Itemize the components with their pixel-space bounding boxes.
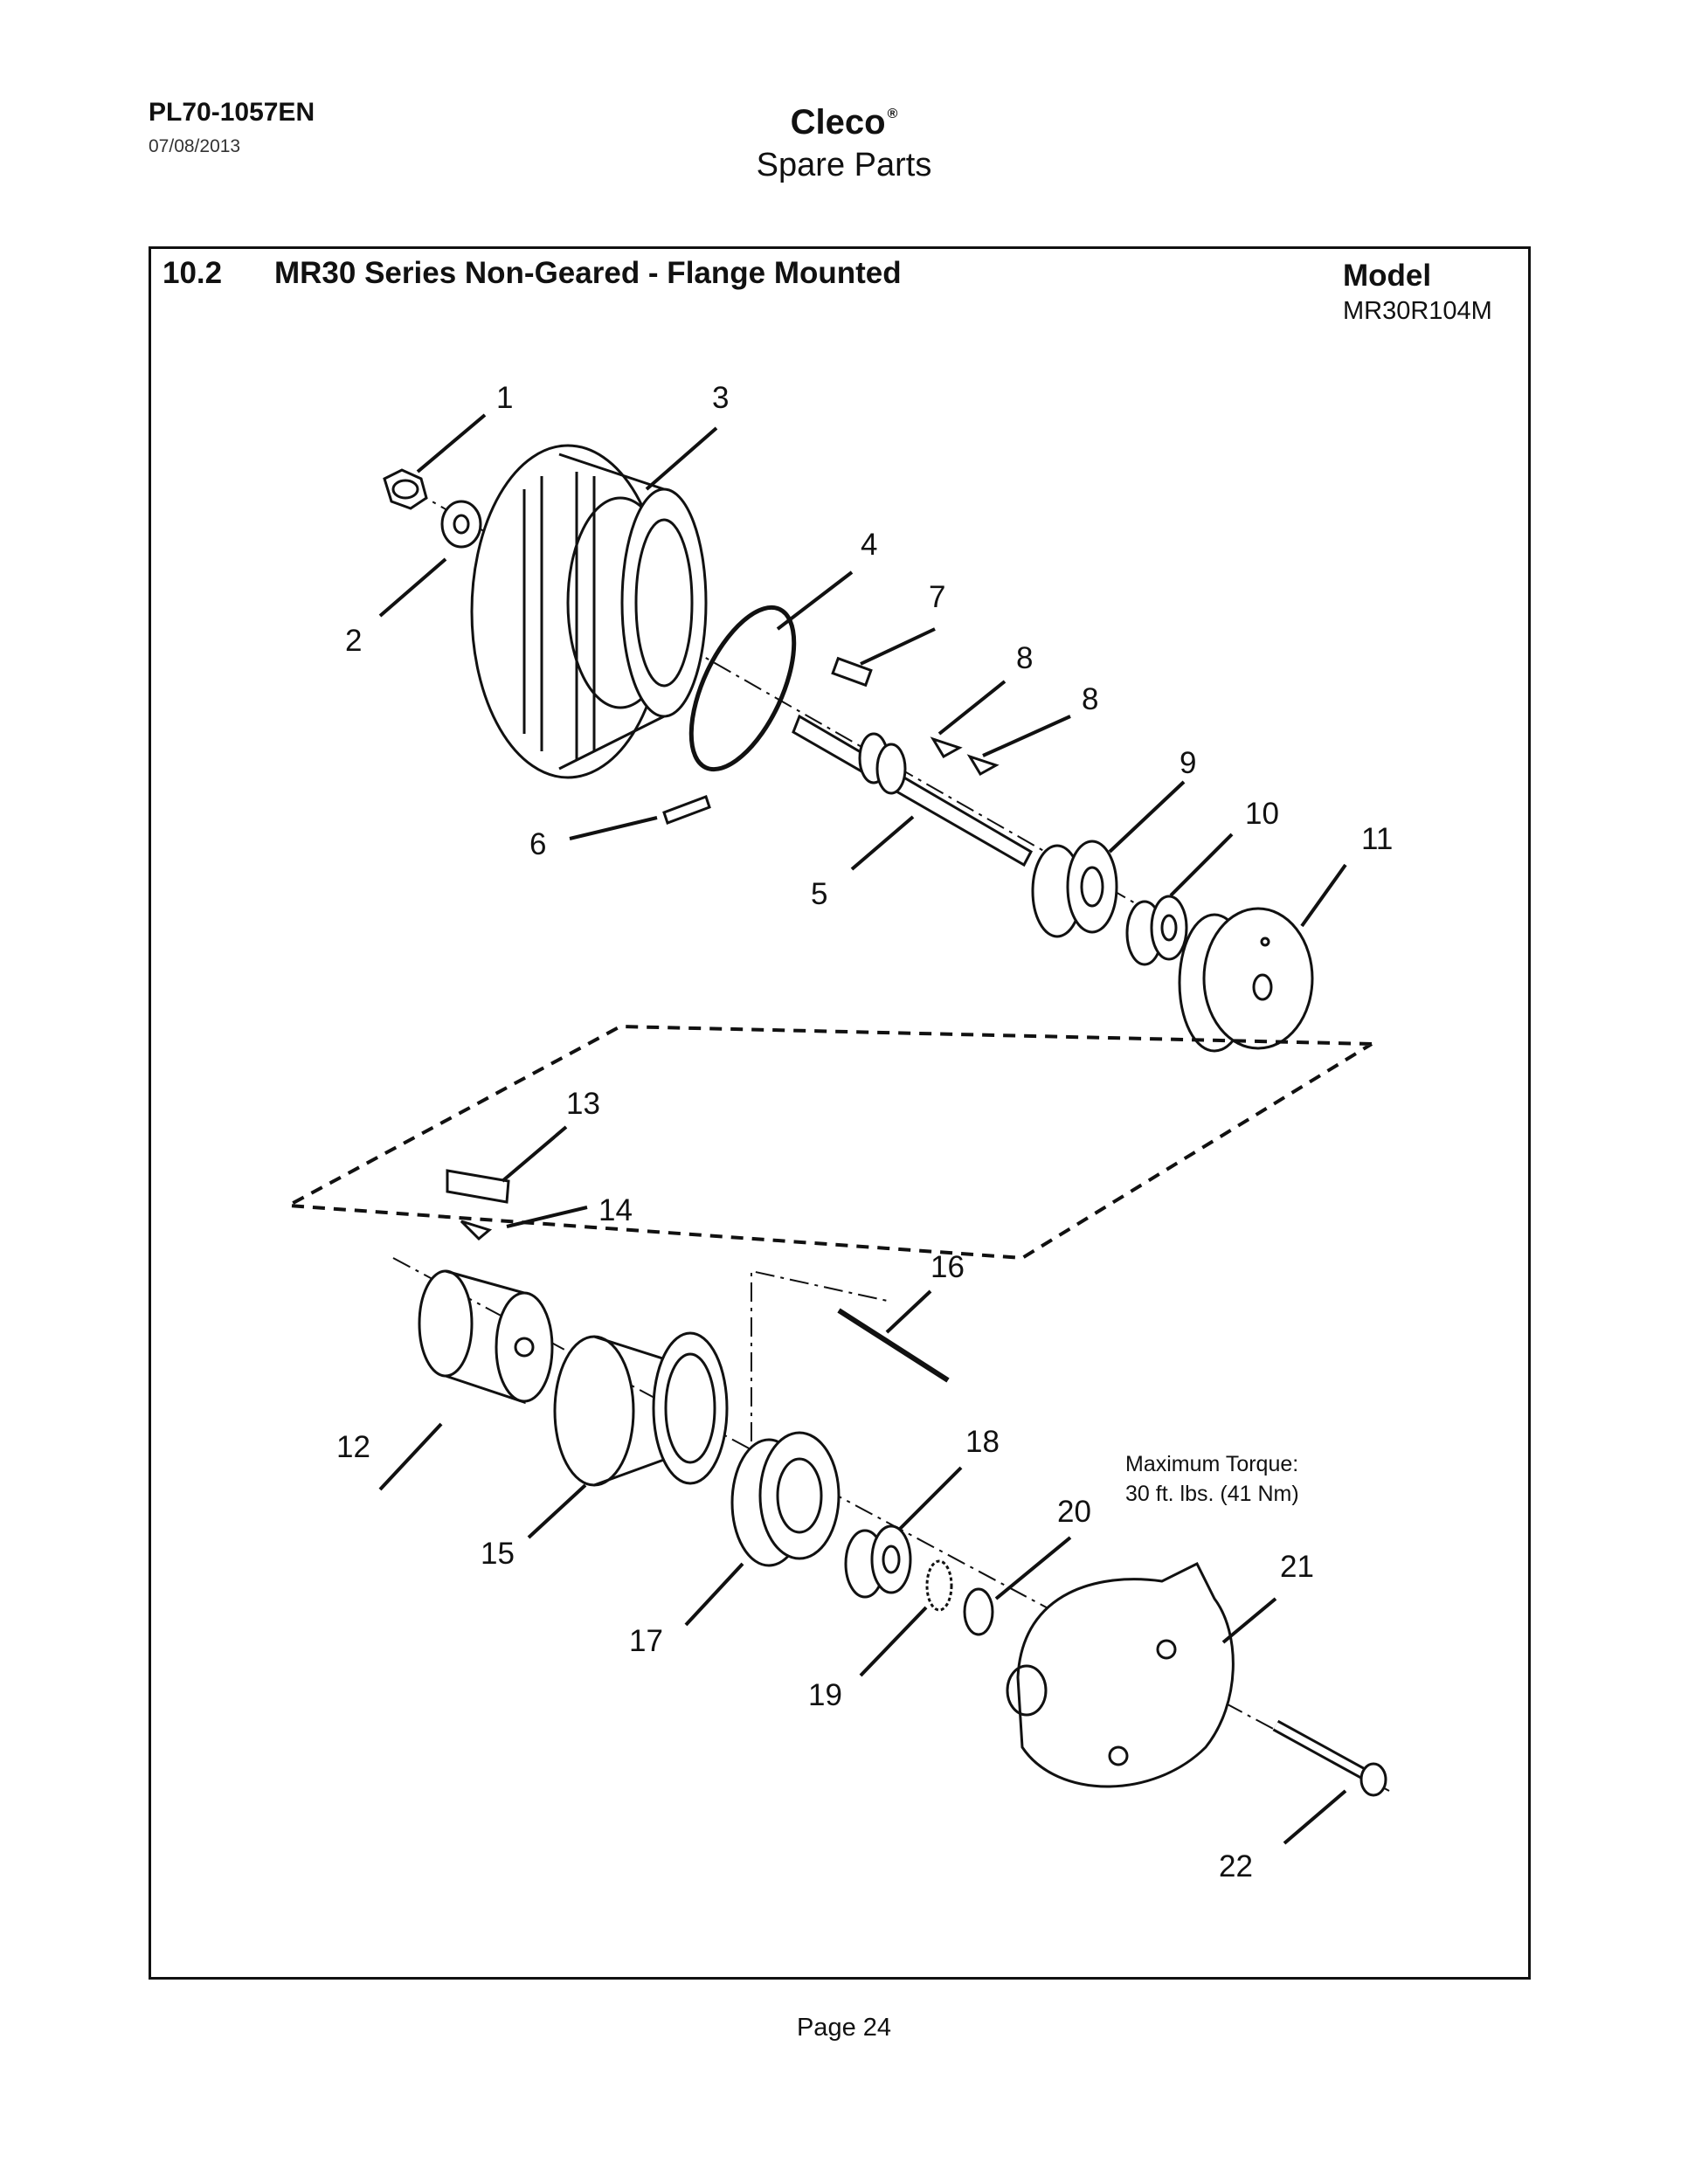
part-rear-plate bbox=[730, 1431, 841, 1567]
callout-12: 12 bbox=[336, 1430, 370, 1464]
document-id: PL70-1057EN bbox=[149, 98, 315, 127]
callout-10: 10 bbox=[1245, 797, 1279, 831]
callout-19: 19 bbox=[808, 1678, 842, 1712]
callout-5: 5 bbox=[811, 877, 827, 911]
callout-17: 17 bbox=[629, 1624, 663, 1658]
part-end-plate bbox=[1178, 907, 1314, 1053]
callout-13: 13 bbox=[566, 1087, 600, 1121]
diagram-frame bbox=[149, 246, 1531, 1980]
leader-lines bbox=[378, 413, 1347, 1845]
callout-8a: 8 bbox=[1016, 641, 1033, 675]
registered-mark: ® bbox=[887, 107, 898, 121]
callout-14: 14 bbox=[598, 1193, 633, 1227]
callout-7: 7 bbox=[929, 580, 945, 614]
section-title: MR30 Series Non-Geared - Flange Mounted bbox=[274, 256, 902, 290]
callout-16: 16 bbox=[930, 1250, 965, 1284]
part-washer bbox=[440, 500, 482, 549]
lower-axis-line bbox=[392, 1257, 1390, 1792]
part-bearing-large bbox=[1031, 840, 1118, 938]
part-cap-screw bbox=[1272, 1719, 1387, 1797]
part-shaft bbox=[792, 714, 1034, 867]
callout-9: 9 bbox=[1180, 746, 1196, 780]
callout-8b: 8 bbox=[1082, 682, 1098, 716]
document-date: 07/08/2013 bbox=[149, 136, 241, 156]
callout-21: 21 bbox=[1280, 1550, 1314, 1584]
assembly-connector-dashed bbox=[281, 1024, 1373, 1261]
part-nut bbox=[383, 468, 428, 510]
callout-2: 2 bbox=[345, 624, 362, 658]
part-vane-blade bbox=[446, 1169, 510, 1204]
max-torque-label: Maximum Torque: bbox=[1125, 1452, 1299, 1476]
model-label: Model bbox=[1343, 259, 1432, 293]
brand-logo: Cleco® bbox=[0, 103, 1688, 142]
pin-axis-line bbox=[751, 1269, 892, 1441]
document-subtitle: Spare Parts bbox=[756, 147, 932, 183]
part-bearing-small bbox=[1125, 895, 1188, 966]
part-woodruff-key-b bbox=[966, 754, 1000, 777]
callout-20: 20 bbox=[1057, 1495, 1091, 1529]
part-cylinder bbox=[553, 1331, 729, 1487]
part-o-ring bbox=[688, 605, 797, 772]
callout-1: 1 bbox=[496, 381, 513, 415]
callout-6: 6 bbox=[529, 827, 546, 861]
callout-3: 3 bbox=[712, 381, 729, 415]
upper-axis-line bbox=[410, 488, 1268, 979]
section-number: 10.2 bbox=[163, 256, 223, 290]
washer-hole bbox=[453, 514, 470, 535]
brand-name: Cleco bbox=[790, 103, 886, 142]
part-rotor bbox=[418, 1269, 554, 1405]
callout-18: 18 bbox=[965, 1425, 1000, 1459]
callout-4: 4 bbox=[861, 528, 877, 562]
part-pin bbox=[662, 795, 711, 825]
part-lock-nut bbox=[963, 1587, 994, 1636]
part-spring bbox=[460, 1220, 493, 1241]
max-torque-value: 30 ft. lbs. (41 Nm) bbox=[1125, 1482, 1299, 1506]
page-number: Page 24 bbox=[796, 2014, 892, 2042]
part-rod bbox=[837, 1308, 950, 1383]
callout-22: 22 bbox=[1219, 1849, 1253, 1883]
callout-labels: 1 2 3 4 5 6 7 8 8 9 10 11 12 13 14 15 16… bbox=[336, 381, 1393, 1883]
callout-15: 15 bbox=[481, 1537, 515, 1571]
part-rear-bearing bbox=[844, 1524, 912, 1599]
part-lock-washer bbox=[925, 1559, 953, 1612]
callout-11: 11 bbox=[1361, 822, 1393, 856]
part-key bbox=[831, 656, 873, 688]
model-value: MR30R104M bbox=[1343, 297, 1492, 325]
part-flange-housing bbox=[470, 444, 708, 779]
part-end-housing bbox=[1006, 1561, 1235, 1788]
part-woodruff-key-a bbox=[930, 736, 963, 759]
